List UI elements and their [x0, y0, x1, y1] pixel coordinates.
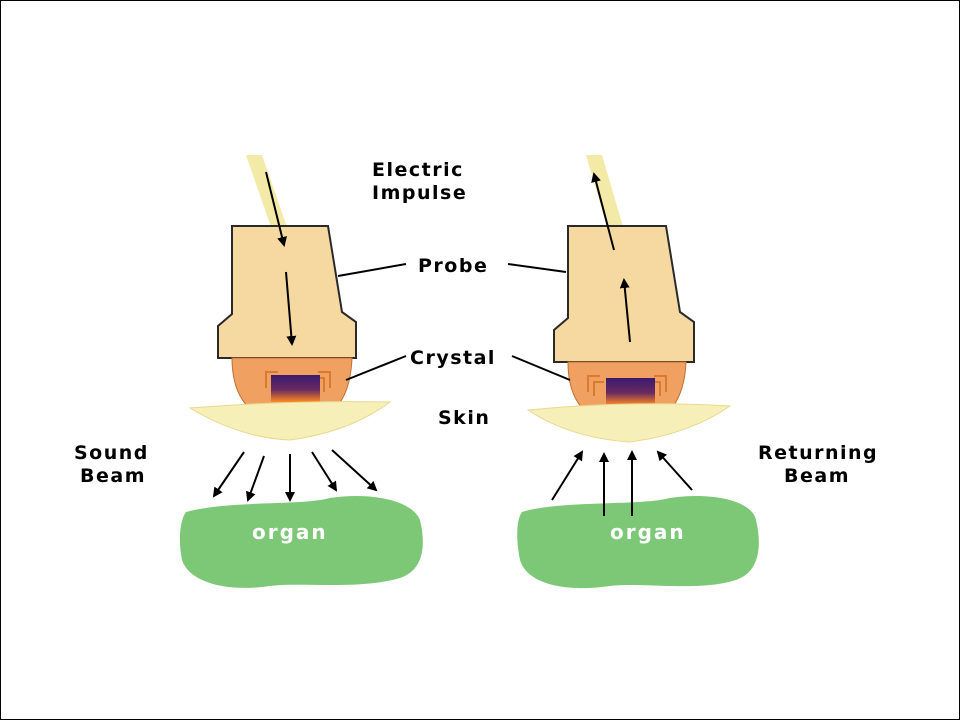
left-impulse-arrow-1 — [265, 171, 287, 247]
returning-beam-label-line1: Returning — [758, 442, 878, 464]
sound-beam-label-line2: Beam — [80, 465, 146, 487]
right-probe-body — [553, 225, 695, 363]
left-probe-cable — [246, 155, 288, 230]
probe-leader-left — [337, 263, 407, 277]
sound-beam-label-line1: Sound — [74, 442, 149, 464]
sound-beam-arrow-5 — [331, 449, 378, 492]
right-impulse-arrow-2 — [619, 278, 631, 343]
left-probe-group — [217, 155, 357, 421]
skin-label: Skin — [438, 407, 490, 429]
right-skin — [526, 403, 732, 443]
right-impulse-arrow-1 — [591, 172, 615, 251]
returning-beam-label-line2: Beam — [784, 465, 850, 487]
returning-beam-arrows — [551, 450, 693, 516]
probe-leader-right — [507, 263, 567, 273]
organ-label-left: organ — [252, 520, 328, 544]
electric-impulse-label-line2: Impulse — [372, 182, 467, 204]
sound-beam-arrow-2 — [246, 455, 265, 502]
left-organ — [179, 496, 423, 588]
left-impulse-arrow-2 — [285, 271, 297, 346]
right-crystal-bracket-left — [587, 375, 604, 396]
sound-beam-arrows — [212, 449, 378, 502]
left-skin — [188, 401, 392, 441]
right-organ — [517, 496, 759, 589]
left-crystal-element — [271, 375, 320, 402]
sound-beam-arrow-1 — [212, 451, 245, 498]
right-probe-group — [553, 155, 695, 423]
right-crystal-element — [606, 378, 655, 405]
sound-beam-arrow-4 — [311, 451, 338, 492]
crystal-leader-left — [345, 355, 407, 381]
crystal-leader-right — [511, 355, 571, 381]
returning-beam-arrow-1 — [551, 450, 584, 501]
crystal-label: Crystal — [410, 347, 496, 369]
returning-beam-arrow-4 — [656, 450, 693, 491]
probe-label: Probe — [418, 255, 488, 277]
electric-impulse-label-line1: Electric — [372, 159, 464, 181]
organ-label-right: organ — [610, 520, 686, 544]
